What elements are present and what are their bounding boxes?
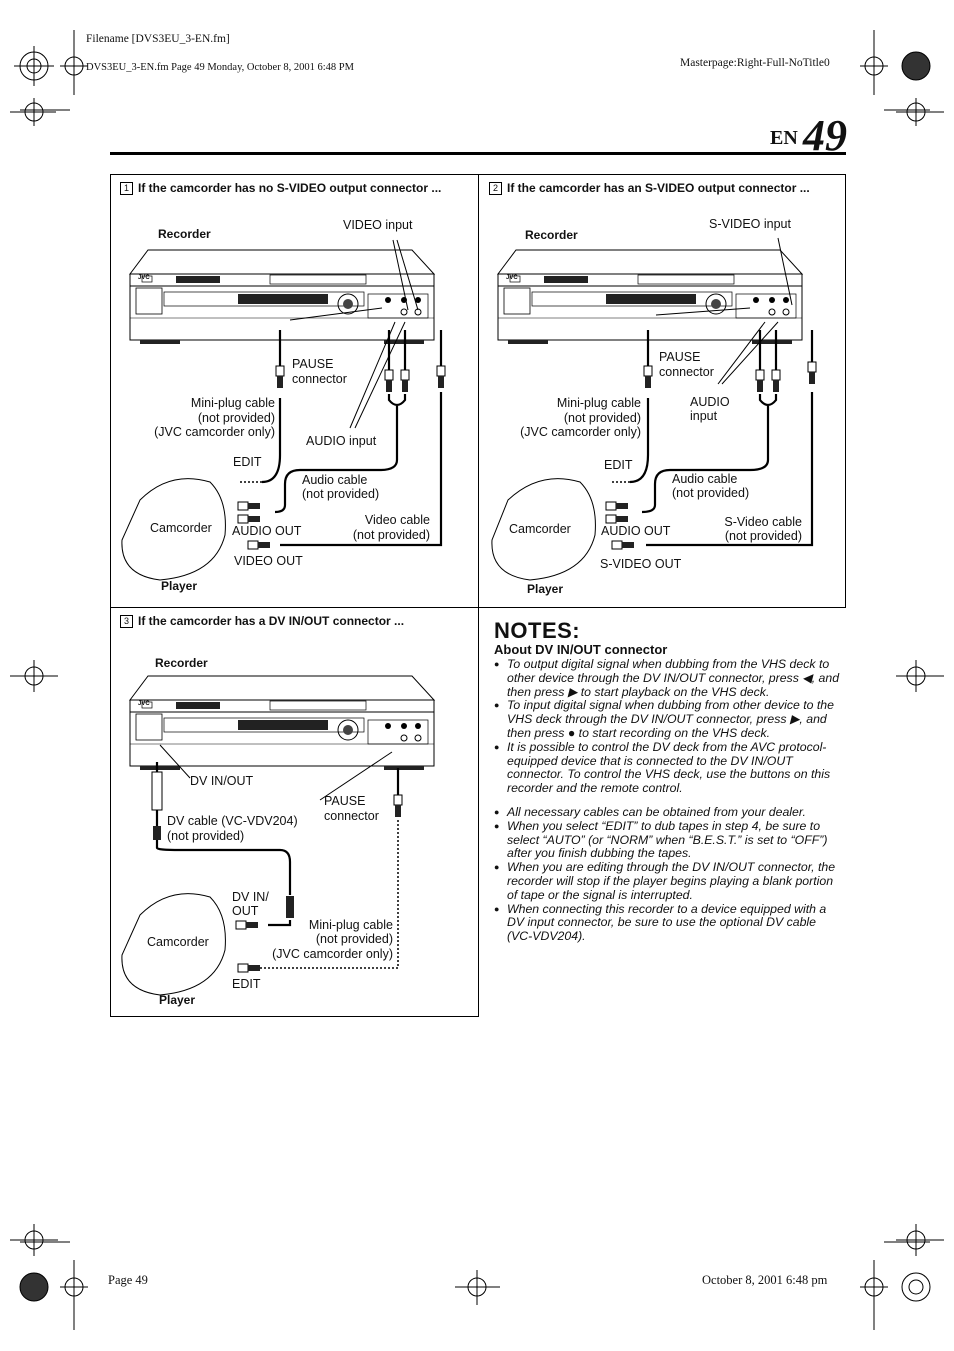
footer-date: October 8, 2001 6:48 pm [702, 1273, 828, 1287]
p2-miniplug-3: (JVC camcorder only) [520, 425, 641, 439]
p2-audio-label: AUDIO [690, 395, 730, 409]
p3-dvcable-2: (not provided) [167, 829, 245, 843]
p2-svideo-input-label: S-VIDEO input [709, 217, 791, 231]
p2-edit-label: EDIT [604, 458, 633, 472]
p3-miniplug-2: (not provided) [315, 932, 393, 946]
p1-video-cable-1: Video cable [364, 513, 430, 527]
p1-audio-out-label: AUDIO OUT [232, 524, 302, 538]
p3-player-label: Player [159, 993, 196, 1007]
p1-connector-label: connector [292, 372, 347, 386]
p3-camcorder-label: Camcorder [147, 935, 209, 949]
p2-svideo-out-label: S-VIDEO OUT [600, 557, 682, 571]
notes-heading: NOTES: [494, 618, 581, 643]
p1-recorder-label: Recorder [158, 227, 211, 241]
p2-input-label: input [690, 409, 718, 423]
p3-edit-label: EDIT [232, 977, 261, 991]
p1-camcorder-label: Camcorder [150, 521, 212, 535]
p3-dvin-1: DV IN/ [232, 890, 269, 904]
p2-miniplug-2: (not provided) [563, 411, 641, 425]
p1-miniplug-3: (JVC camcorder only) [154, 425, 275, 439]
p1-video-out-label: VIDEO OUT [234, 554, 303, 568]
p1-pause-label: PAUSE [292, 357, 334, 371]
p2-miniplug-1: Mini-plug cable [556, 396, 641, 410]
notes-list: To output digital signal when dubbing fr… [494, 657, 840, 944]
p2-audio-out-label: AUDIO OUT [601, 524, 671, 538]
p1-audio-cable-1: Audio cable [302, 473, 368, 487]
p1-miniplug-2: (not provided) [197, 411, 275, 425]
note-item: To output digital signal when dubbing fr… [494, 657, 840, 699]
p2-player-label: Player [527, 582, 564, 596]
p2-audio-cable-1: Audio cable [672, 472, 738, 486]
p3-dvin-2: OUT [232, 904, 259, 918]
note-item: When connecting this recorder to a devic… [494, 902, 840, 944]
note-item: To input digital signal when dubbing fro… [494, 698, 840, 740]
p1-miniplug-1: Mini-plug cable [190, 396, 275, 410]
p3-dvinout-label: DV IN/OUT [190, 774, 254, 788]
p2-svideo-cable-2: (not provided) [724, 529, 802, 543]
jvc-logo-2: JVC [506, 275, 518, 281]
p2-svideo-cable-1: S-Video cable [724, 515, 802, 529]
language-code: EN [770, 127, 798, 149]
file-info: DVS3EU_3-EN.fm Page 49 Monday, October 8… [86, 62, 354, 73]
p2-camcorder-label: Camcorder [509, 522, 571, 536]
p3-dvcable-1: DV cable (VC-VDV204) [167, 814, 298, 828]
panel-3 [110, 607, 479, 1017]
note-item: When you are editing through the DV IN/O… [494, 860, 840, 902]
p3-miniplug-1: Mini-plug cable [308, 918, 393, 932]
p3-miniplug-3: (JVC camcorder only) [272, 947, 393, 961]
p1-audio-cable-2: (not provided) [302, 487, 380, 501]
p1-video-input-label: VIDEO input [343, 218, 413, 232]
p1-player-label: Player [161, 579, 198, 593]
masterpage: Masterpage:Right-Full-NoTitle0 [680, 57, 830, 69]
page-number: 49 [803, 111, 847, 160]
note-item: All necessary cables can be obtained fro… [494, 805, 840, 820]
p1-audio-input-label: AUDIO input [306, 434, 377, 448]
jvc-logo-3: JVC [138, 701, 150, 707]
panel-2 [478, 174, 846, 608]
p2-recorder-label: Recorder [525, 228, 578, 242]
p2-pause-label: PAUSE [659, 350, 701, 364]
p3-recorder-label: Recorder [155, 656, 208, 670]
note-item: When you select “EDIT” to dub tapes in s… [494, 819, 840, 861]
p2-audio-cable-2: (not provided) [672, 486, 750, 500]
filename: Filename [DVS3EU_3-EN.fm] [86, 33, 230, 45]
jvc-logo-1: JVC [138, 275, 150, 281]
p3-pause-label: PAUSE [324, 794, 366, 808]
p3-connector-label: connector [324, 809, 379, 823]
header-rule [110, 152, 846, 155]
note-item: It is possible to control the DV deck fr… [494, 740, 840, 796]
p2-connector-label: connector [659, 365, 714, 379]
footer-page: Page 49 [108, 1273, 148, 1287]
p1-edit-label: EDIT [233, 455, 262, 469]
notes-subheading: About DV IN/OUT connector [494, 642, 668, 657]
p1-video-cable-2: (not provided) [352, 528, 430, 542]
